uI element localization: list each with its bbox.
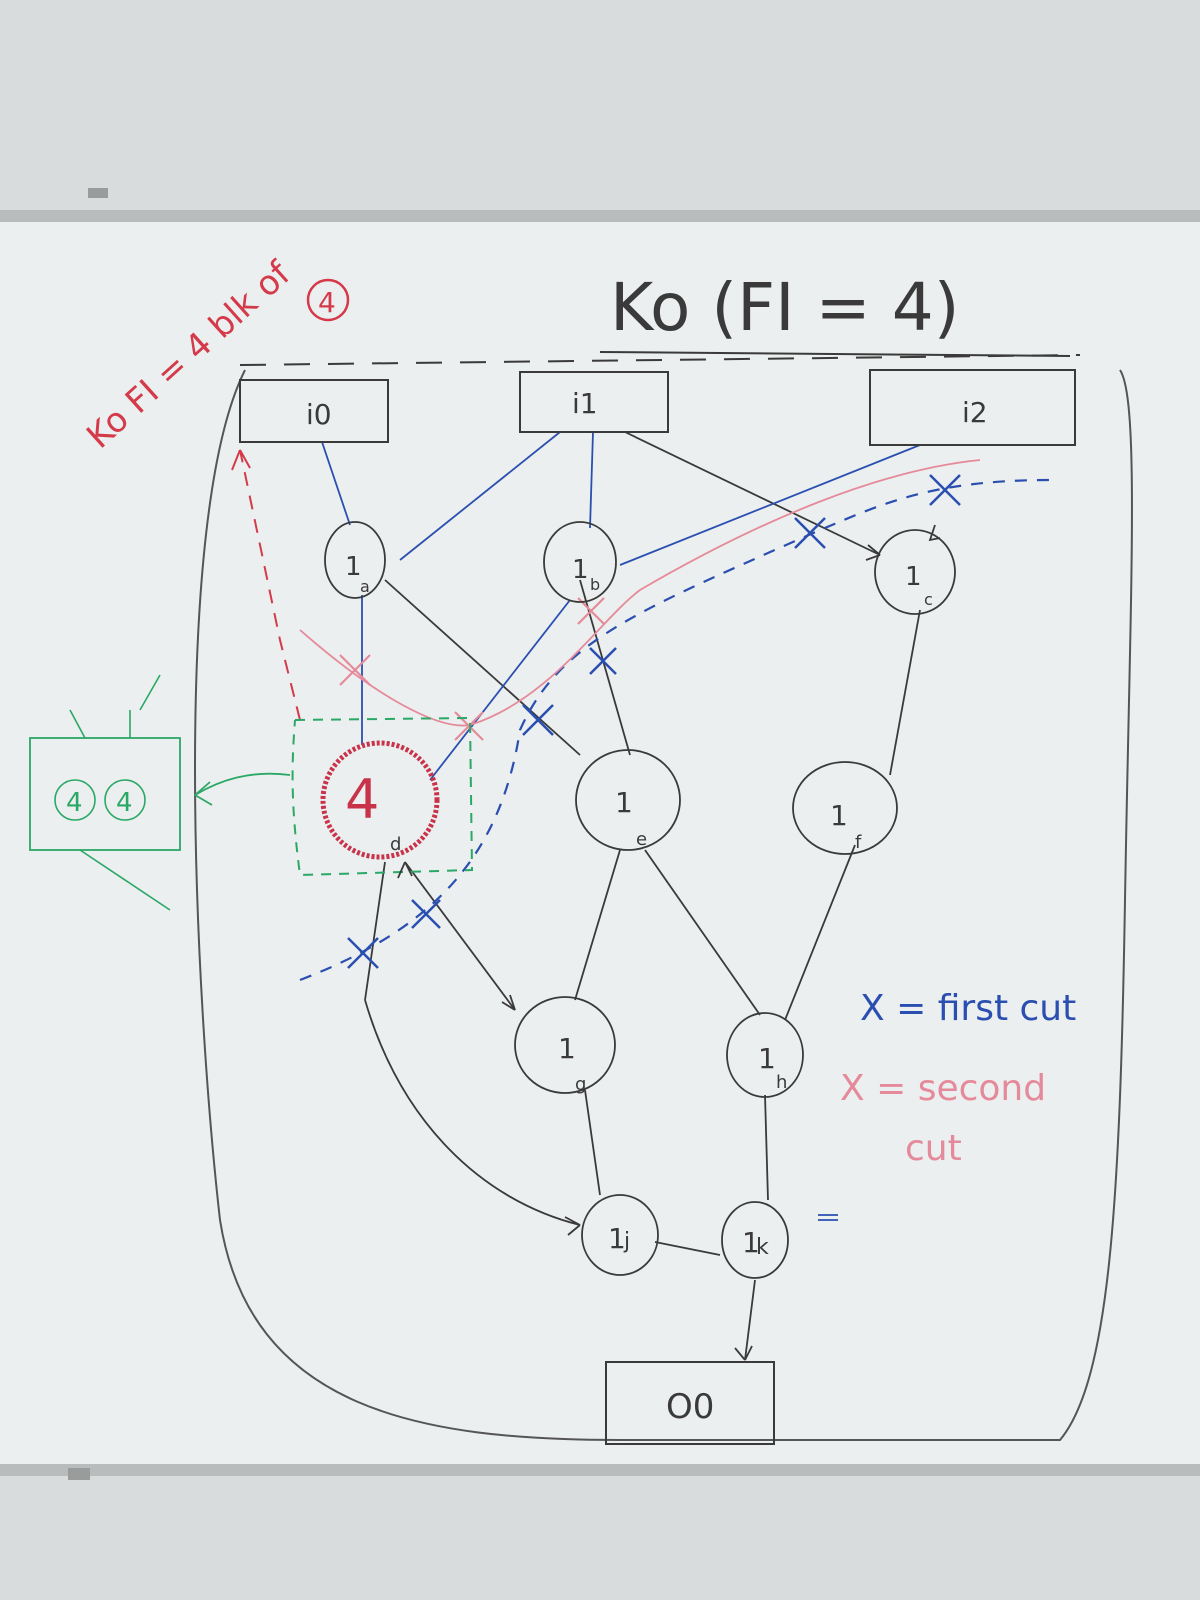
node-d: 4 d [320,740,440,860]
external-block-arrows [69,674,171,911]
node-h: 1 h [726,1012,804,1098]
node-g: 1 g [514,996,616,1095]
node-e: 1 e [575,749,681,851]
blue-tick-mark [818,1214,838,1221]
node-a-weight: 1 [345,552,362,582]
boundary-dashed-top [239,354,1081,366]
node-a: 1 a [324,521,386,599]
external-block [29,737,181,851]
node-e-weight: 1 [615,786,633,819]
node-j-label: j [623,1229,630,1254]
node-j-weight: 1 [608,1222,626,1255]
node-k-label: k [756,1235,769,1260]
mount-clip-bottom [68,1468,90,1480]
red-circle-mark [306,278,350,322]
output-label: O0 [666,1387,714,1427]
green-link [194,772,291,796]
node-b: 1 b [543,521,617,603]
second-cut-arrow [239,449,301,721]
second-cut-arrowhead [231,449,251,471]
node-c-weight: 1 [905,562,922,592]
node-j: 1 j [581,1194,659,1276]
board-top-frame [0,210,1200,222]
node-a-label: a [360,577,370,596]
input-i0-label: i0 [306,398,332,431]
green-block-boundary [291,716,474,877]
node-b-label: b [590,575,600,594]
board-title: Ko (FI = 4) [610,269,960,346]
node-f-weight: 1 [830,799,848,832]
external-node-1-label: 4 [66,788,83,818]
node-h-weight: 1 [758,1042,776,1075]
legend-second-cut-line1: X = second [840,1068,1046,1109]
node-b-weight: 1 [572,555,589,585]
red-circled-number: 4 [318,286,336,319]
external-node-2 [104,779,146,821]
node-h-label: h [776,1072,787,1093]
board-bottom-frame [0,1464,1200,1476]
node-g-weight: 1 [558,1032,576,1065]
node-k: 1 k [721,1201,789,1279]
first-cut-crosses [347,474,961,969]
graph-boundary [194,369,1133,1441]
node-d-label: d [390,834,401,855]
node-d-weight: 4 [345,768,379,831]
input-i1-label: i1 [572,387,598,420]
legend-first-cut: X = first cut [860,988,1076,1029]
input-i2-label: i2 [962,396,988,429]
edges-black [364,431,921,1361]
green-arrowhead [194,781,213,806]
node-k-weight: 1 [742,1226,760,1259]
mount-clip-top [88,188,108,198]
node-c: 1 c [874,529,956,615]
external-node-2-label: 4 [116,788,133,818]
node-e-label: e [636,829,647,850]
arrowheads [397,524,941,1361]
input-box-i1 [519,371,669,433]
output-box [605,1361,775,1445]
external-node-1 [54,779,96,821]
legend-second-cut-line2: cut [905,1128,962,1169]
node-c-label: c [924,590,933,609]
node-g-label: g [575,1074,586,1095]
node-f: 1 f [792,761,898,855]
input-box-i0 [239,379,389,443]
node-f-label: f [855,832,862,853]
edges-blue [321,431,921,781]
input-box-i2 [869,369,1076,446]
second-cut-line [299,459,981,727]
first-cut-line [299,478,1051,982]
